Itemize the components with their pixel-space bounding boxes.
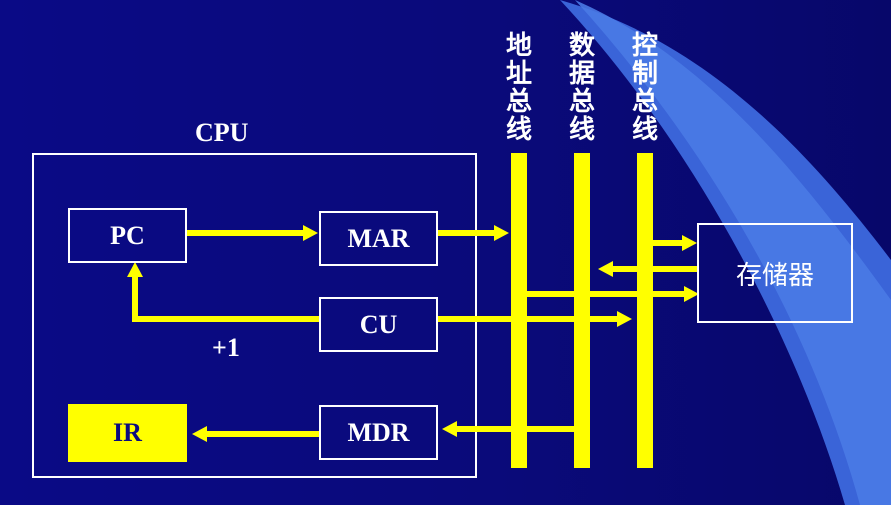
data-bus bbox=[574, 153, 590, 468]
data-bus-label: 数据总线 bbox=[568, 31, 595, 145]
cpu-label: CPU bbox=[195, 118, 249, 147]
control-bus-label: 控制总线 bbox=[631, 31, 658, 145]
pc-register: PC bbox=[68, 208, 187, 263]
memory-box: 存储器 bbox=[697, 223, 853, 323]
address-bus-label: 地址总线 bbox=[505, 31, 532, 145]
ir-register: IR bbox=[68, 404, 187, 462]
mar-register: MAR bbox=[319, 211, 438, 266]
mdr-register: MDR bbox=[319, 405, 438, 460]
cpu-box bbox=[32, 153, 477, 478]
address-bus bbox=[511, 153, 527, 468]
control-bus bbox=[637, 153, 653, 468]
plus-one-label: +1 bbox=[212, 333, 240, 362]
cu-unit: CU bbox=[319, 297, 438, 352]
